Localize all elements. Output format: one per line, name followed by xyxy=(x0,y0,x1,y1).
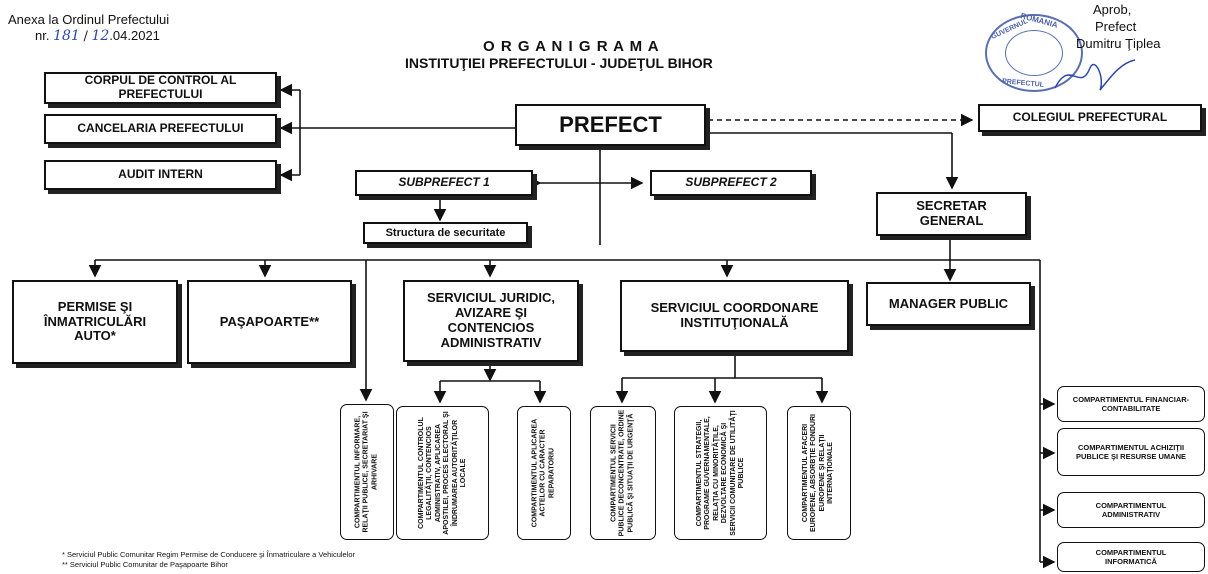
box-prefect: PREFECT xyxy=(515,104,706,146)
vbox-afaceri: COMPARTIMENTUL AFACERI EUROPENE, ABSORBŢ… xyxy=(787,406,851,540)
box-securitate: Structura de securitate xyxy=(363,222,528,244)
vbox-afaceri-text: COMPARTIMENTUL AFACERI EUROPENE, ABSORBŢ… xyxy=(802,414,835,532)
footnote-2: ** Serviciul Public Comunitar de Paşapoa… xyxy=(62,560,228,569)
box-cancelaria: CANCELARIA PREFECTULUI xyxy=(44,114,277,144)
box-administrativ: COMPARTIMENTUL ADMINISTRATIV xyxy=(1057,492,1205,528)
box-audit: AUDIT INTERN xyxy=(44,160,277,190)
approve-line2: Prefect xyxy=(1095,19,1137,34)
box-manager: MANAGER PUBLIC xyxy=(866,282,1031,326)
box-financiar: COMPARTIMENTUL FINANCIAR-CONTABILITATE xyxy=(1057,386,1205,422)
page-title: O R G A N I G R A M A xyxy=(483,38,660,55)
vbox-reparatoriu-text: COMPARTIMENTUL APLICAREA ACTELOR CU CARA… xyxy=(531,418,556,528)
annex-number: 181 xyxy=(53,28,80,44)
box-corp-control: CORPUL DE CONTROL AL PREFECTULUI xyxy=(44,72,277,104)
stamp-inner-ring xyxy=(1005,30,1063,76)
vbox-legalitate-text: COMPARTIMENTUL CONTROLUL LEGALITĂŢII, CO… xyxy=(417,411,467,535)
vbox-servicii-text: COMPARTIMENTUL SERVICII PUBLICE DECONCEN… xyxy=(610,409,635,537)
box-achizitii: COMPARTIMENTUL ACHIZIŢII PUBLICE ŞI RESU… xyxy=(1057,428,1205,476)
vbox-legalitate: COMPARTIMENTUL CONTROLUL LEGALITĂŢII, CO… xyxy=(396,406,489,540)
box-secretar: SECRETAR GENERAL xyxy=(876,192,1027,236)
box-permise: PERMISE ŞI ÎNMATRICULĂRI AUTO* xyxy=(12,280,178,364)
annex-date-rest: .04.2021 xyxy=(109,28,160,43)
signature-icon xyxy=(1054,59,1136,91)
box-colegiul: COLEGIUL PREFECTURAL xyxy=(978,104,1202,132)
box-coordonare: SERVICIUL COORDONARE INSTITUŢIONALĂ xyxy=(620,280,849,352)
annex-day: 12 xyxy=(91,28,110,44)
vbox-reparatoriu: COMPARTIMENTUL APLICAREA ACTELOR CU CARA… xyxy=(517,406,571,540)
box-subprefect1: SUBPREFECT 1 xyxy=(355,170,533,196)
vbox-strategii-text: COMPARTIMENTUL STRATEGII, PROGRAME GUVER… xyxy=(695,410,745,536)
page-subtitle: INSTITUŢIEI PREFECTULUI - JUDEŢUL BIHOR xyxy=(405,55,713,71)
stamp-seal-icon xyxy=(985,14,1083,92)
footnote-1: * Serviciul Public Comunitar Regim Permi… xyxy=(62,550,356,559)
box-subprefect2: SUBPREFECT 2 xyxy=(650,170,812,196)
box-pasapoarte: PAŞAPOARTE** xyxy=(187,280,352,364)
box-juridic: SERVICIUL JURIDIC, AVIZARE ŞI CONTENCIOS… xyxy=(403,280,579,362)
annex-prefix: nr. xyxy=(35,28,50,43)
vbox-informare-text: COMPARTIMENTUL INFORMARE, RELAŢII PUBLIC… xyxy=(354,411,379,533)
approve-line3: Dumitru Ţiplea xyxy=(1076,36,1161,51)
box-informatica: COMPARTIMENTUL INFORMATICĂ xyxy=(1057,542,1205,572)
approve-line1: Aprob, xyxy=(1093,2,1132,17)
annex-line1: Anexa la Ordinul Prefectului xyxy=(8,12,170,27)
vbox-servicii: COMPARTIMENTUL SERVICII PUBLICE DECONCEN… xyxy=(590,406,656,540)
vbox-informare: COMPARTIMENTUL INFORMARE, RELAŢII PUBLIC… xyxy=(340,404,394,540)
vbox-strategii: COMPARTIMENTUL STRATEGII, PROGRAME GUVER… xyxy=(674,406,767,540)
annex-line2: nr. 181 / 12.04.2021 xyxy=(35,28,160,44)
